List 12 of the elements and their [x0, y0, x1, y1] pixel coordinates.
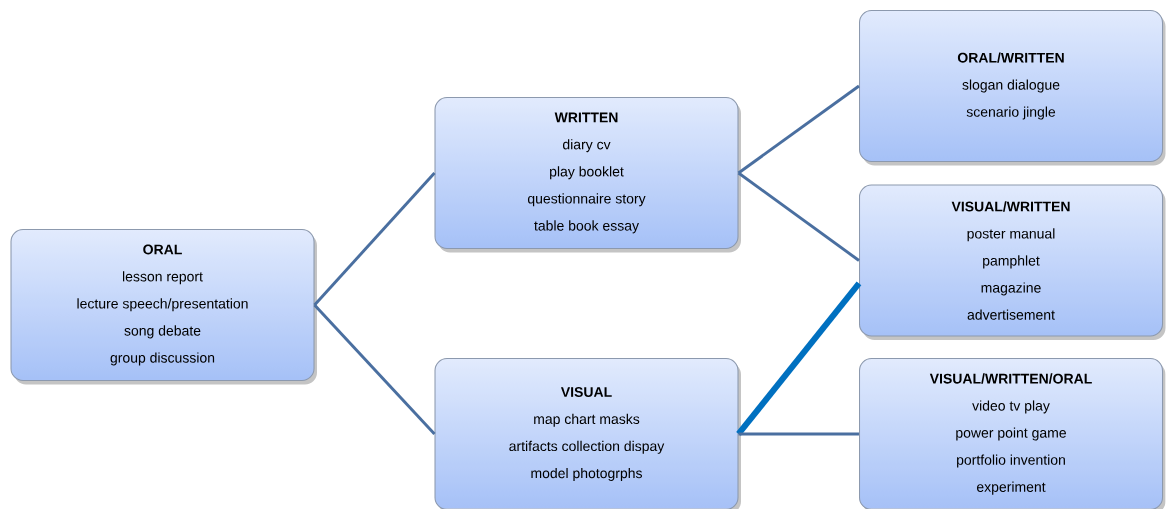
- connector-line: [737, 171, 860, 262]
- category-box: ORAL/WRITTEN slogan dialogue scenario jingle: [858, 9, 1166, 166]
- category-box: ORAL lesson report lecture speech/presentation song debate group discussion: [10, 228, 317, 385]
- connector-line: [738, 432, 859, 436]
- connector-line: [313, 172, 436, 306]
- connector-line: [313, 304, 436, 435]
- connector-line: [736, 281, 862, 436]
- category-box: WRITTEN diary cv play booklet questionnaire story table book essay: [434, 96, 741, 253]
- category-box: VISUAL map chart masks artifacts collection dispay model photogrphs: [434, 357, 741, 509]
- category-box: VISUAL/WRITTEN poster manual pamphlet magazine advertisement: [858, 184, 1166, 340]
- connector-line: [737, 84, 860, 175]
- category-box: VISUAL/WRITTEN/ORAL video tv play power point game portfolio invention experiment: [858, 357, 1166, 509]
